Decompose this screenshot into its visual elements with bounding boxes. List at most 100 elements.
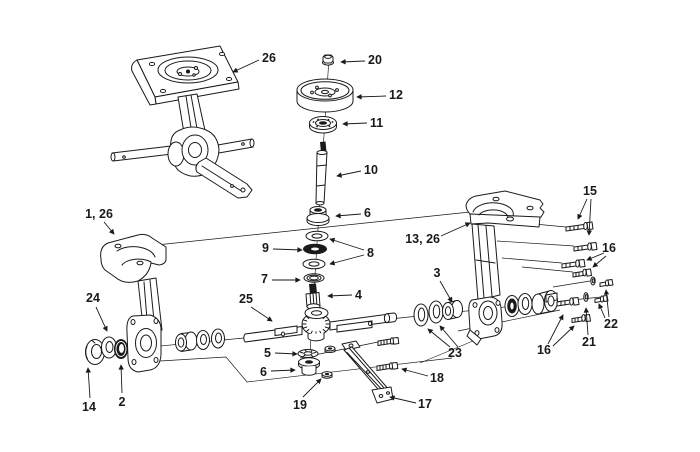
part-bushing-6-lower: [298, 357, 320, 376]
leader-line-20: [340, 59, 366, 65]
part-right-housing-13-26: [465, 190, 545, 346]
part-bevel-gear: [301, 307, 331, 342]
part-washer-7: [303, 273, 325, 283]
leader-line-1-26: [103, 221, 115, 235]
callout-13-26: 13, 26: [405, 232, 440, 246]
leader-line-16: [552, 325, 575, 347]
leader-line-23: [439, 325, 459, 348]
callout-5: 5: [264, 346, 271, 360]
part-washer-21: [583, 292, 589, 302]
part-flange-nut: [324, 345, 336, 353]
part-seal-2: [114, 339, 128, 359]
callout-23: 23: [448, 346, 462, 360]
leader-line-4: [327, 293, 353, 299]
callout-15: 15: [583, 184, 597, 198]
part-bolt-18: [376, 362, 399, 371]
callout-1-26: 1, 26: [85, 207, 113, 221]
part-washer-8-upper: [305, 230, 329, 242]
callout-3: 3: [434, 266, 441, 280]
callout-19: 19: [293, 398, 307, 412]
leader-line-6: [270, 367, 296, 373]
leader-line-8: [329, 237, 365, 251]
part-washer-right: [517, 293, 533, 315]
leader-line-22: [598, 303, 606, 319]
part-bolt-bracket-top: [377, 337, 400, 346]
part-washer-8-lower: [302, 258, 326, 270]
callout-16: 16: [537, 343, 551, 357]
leader-line-14: [85, 367, 91, 399]
callout-25: 25: [239, 292, 253, 306]
part-bolt-16b: [572, 268, 592, 278]
callout-12: 12: [389, 88, 403, 102]
part-hub-clutch: [531, 290, 558, 315]
part-bolt-16a: [561, 259, 586, 269]
part-bolt-16d: [571, 314, 591, 323]
part-screw-22b: [594, 295, 609, 303]
leader-line-21: [583, 307, 590, 336]
callout-4: 4: [355, 288, 362, 302]
callout-16: 16: [602, 241, 616, 255]
callout-6: 6: [364, 206, 371, 220]
callout-9: 9: [262, 241, 269, 255]
part-washer-left-a: [196, 330, 210, 350]
leader-line-24: [95, 306, 108, 332]
leader-line-12: [356, 94, 387, 100]
leader-line-16: [586, 252, 605, 261]
leader-line-19: [302, 378, 322, 398]
leader-line-18: [401, 367, 429, 377]
leader-line-9: [272, 247, 303, 253]
part-pulley-12: [296, 78, 354, 113]
part-bearing-11: [309, 116, 337, 134]
callout-17: 17: [418, 397, 432, 411]
leader-line-5: [274, 351, 298, 357]
part-washer-5: [297, 349, 319, 358]
part-nut-20: [322, 54, 334, 66]
callout-22: 22: [604, 317, 618, 331]
leader-line-16: [592, 255, 607, 268]
callout-11: 11: [370, 116, 383, 130]
leader-line-15: [586, 198, 592, 236]
part-washer-small-top: [590, 276, 596, 286]
part-bolt-15a: [565, 221, 594, 232]
leader-line-13-26: [440, 222, 471, 237]
part-bracket-17: [341, 340, 394, 404]
leader-line-26: [232, 59, 260, 73]
callout-2: 2: [119, 395, 126, 409]
leader-line-2: [118, 364, 124, 394]
callout-10: 10: [364, 163, 378, 177]
leader-line-23: [427, 328, 451, 348]
leader-line-6: [335, 212, 362, 219]
part-axle-25: [243, 312, 398, 343]
callout-18: 18: [430, 371, 444, 385]
leader-line-15: [577, 198, 588, 220]
part-ring-14: [85, 339, 105, 365]
part-bolt-15b: [573, 242, 598, 252]
leader-line-17: [389, 395, 417, 404]
part-shaft-10: [315, 141, 328, 206]
part-washers-23: [413, 300, 444, 327]
leader-line-8: [329, 254, 365, 266]
callout-26: 26: [262, 51, 276, 65]
part-seal-right: [504, 295, 520, 317]
part-bushing-6-upper: [306, 206, 330, 226]
part-nut-19: [321, 371, 333, 379]
leader-line-3: [439, 280, 453, 303]
part-left-housing-1-26: [100, 233, 167, 373]
leader-line-11: [342, 121, 368, 127]
part-bolt-16c: [556, 297, 580, 307]
callout-24: 24: [86, 291, 100, 305]
callout-14: 14: [82, 400, 96, 414]
leader-line-25: [250, 306, 273, 322]
leader-line-16: [547, 314, 564, 345]
part-screw-22a: [599, 279, 614, 287]
callout-20: 20: [368, 53, 382, 67]
part-bearing-3: [442, 300, 463, 320]
callout-8: 8: [367, 246, 374, 260]
callout-21: 21: [582, 335, 596, 349]
part-washer-9: [303, 243, 327, 255]
leader-line-10: [336, 170, 362, 178]
part-pinion-4: [305, 283, 321, 310]
